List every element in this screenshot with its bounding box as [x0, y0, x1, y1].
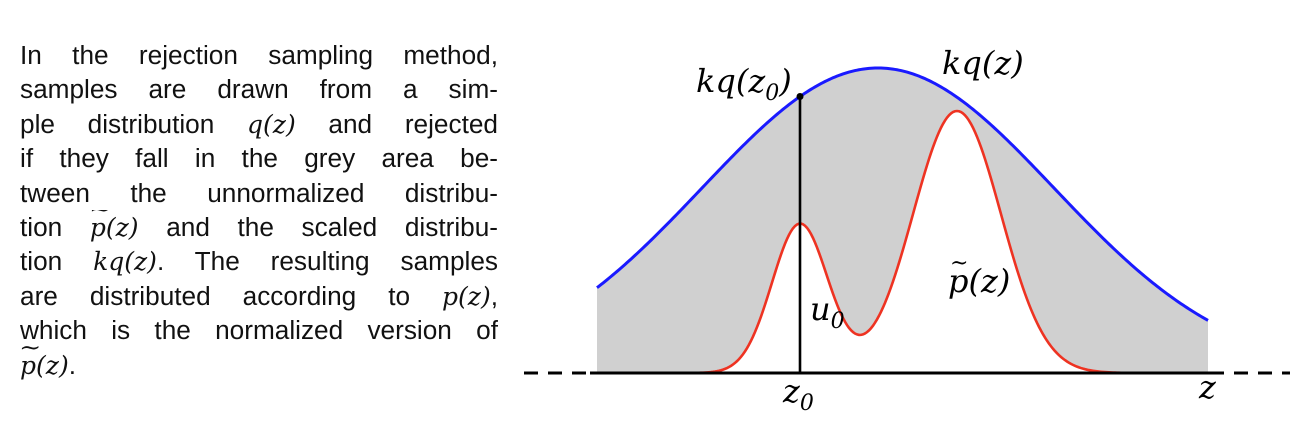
figure-caption: In the rejection sampling method, sample…	[20, 38, 498, 382]
caption-line: if they fall in the grey area be-	[20, 141, 498, 175]
caption-text: if they fall in the grey area be-	[20, 143, 498, 174]
caption-text: tion	[20, 211, 90, 242]
math-p-tilde-of-z: p(z)	[90, 213, 139, 242]
caption-text: samples are drawn from a sim-	[20, 74, 498, 105]
math-p-tilde: p	[90, 211, 106, 244]
proposal-distribution-curve	[596, 66, 1209, 322]
caption-text: .	[68, 349, 76, 380]
math-p-tilde: p	[20, 349, 36, 383]
caption-text: ple distribution	[20, 108, 248, 139]
label-p-tilde-z: p(z)	[948, 262, 1010, 300]
caption-line: tion p(z) and the scaled distribu-	[20, 210, 498, 244]
caption-line: ple distribution q(z) and rejected	[20, 107, 498, 141]
kq-z0-point	[796, 93, 804, 101]
label-kq-z0: kq(z0)	[696, 62, 792, 106]
caption-text: are distributed according to	[20, 280, 443, 311]
caption-text: tion	[20, 246, 94, 277]
caption-line: tween the unnormalized distribu-	[20, 176, 498, 210]
math-args: (z)	[36, 350, 69, 380]
caption-line: p(z).	[20, 348, 498, 382]
caption-text: In the rejection sampling method,	[20, 40, 498, 70]
label-z: z	[1198, 368, 1217, 406]
caption-text: and rejected	[295, 108, 498, 139]
label-kq-z: kq(z)	[942, 44, 1024, 82]
rejection-area	[597, 68, 1208, 373]
caption-text: tween the unnormalized distribu-	[20, 177, 498, 208]
caption-line: tion kq(z). The resulting samples	[20, 244, 498, 278]
math-q-of-z: q(z)	[247, 109, 296, 139]
math-p-of-z: p(z)	[442, 281, 491, 311]
caption-line: are distributed according to p(z),	[20, 279, 498, 313]
caption-text: . The resulting samples	[156, 246, 498, 277]
math-kq-of-z: kq(z)	[93, 247, 157, 277]
label-z0: z0	[782, 372, 814, 416]
caption-text: and the scaled distribu-	[138, 211, 498, 242]
p-tilde-accent: ~	[950, 251, 968, 276]
caption-line: samples are drawn from a sim-	[20, 72, 498, 106]
caption-text: ,	[490, 280, 498, 311]
math-args: (z)	[105, 212, 139, 242]
caption-text: which is the normalized version of	[20, 315, 498, 346]
math-p-tilde-of-z: p(z)	[20, 351, 69, 380]
label-u0: u0	[810, 290, 845, 334]
caption-line: In the rejection sampling method,	[20, 38, 498, 72]
caption-line: which is the normalized version of	[20, 313, 498, 347]
